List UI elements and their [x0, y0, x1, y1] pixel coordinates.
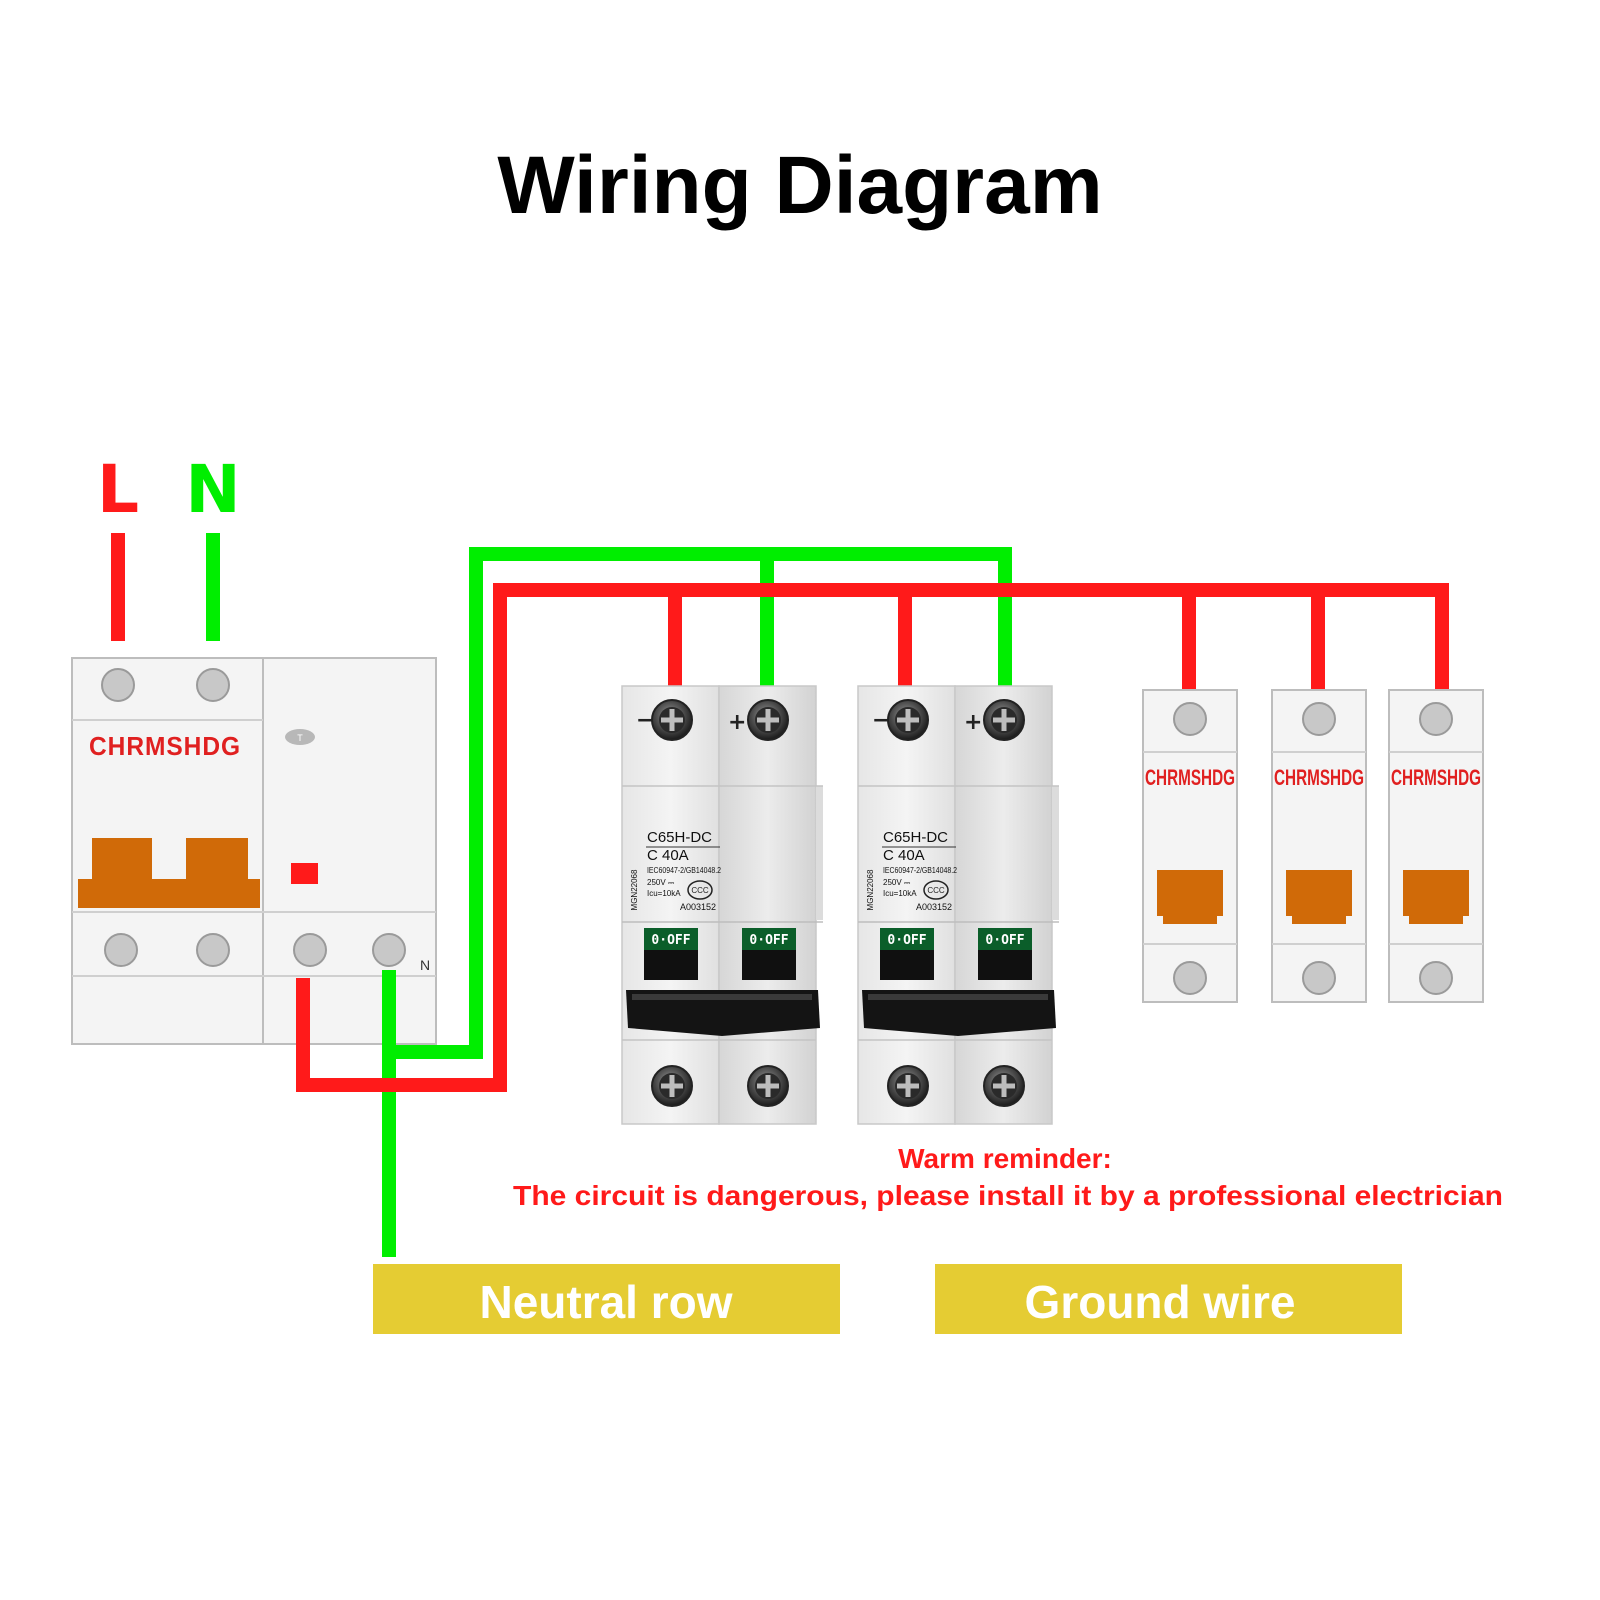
- dc-breaker-2-screw-minus[interactable]: [887, 699, 929, 741]
- test-button[interactable]: [285, 729, 315, 745]
- minus-polarity-label: −: [872, 708, 890, 733]
- mini-breaker-toggle-handle[interactable]: [1157, 870, 1223, 924]
- mini-breaker-3: CHRMSHDG: [1388, 689, 1484, 1003]
- line-input-label: L: [97, 451, 139, 528]
- mini-breaker-toggle-handle[interactable]: [1403, 870, 1469, 924]
- mini-breaker-terminal-top[interactable]: [1173, 702, 1207, 736]
- minus-polarity-label: −: [636, 708, 654, 733]
- mini-breaker-terminal-bottom[interactable]: [1419, 961, 1453, 995]
- dc-breaker-voltage: 250V ⎓: [883, 878, 911, 887]
- rcbo-brand: CHRMSHDG: [89, 731, 241, 761]
- page-title: Wiring Diagram: [497, 140, 1102, 231]
- dc-breaker-1-screw-plus[interactable]: [747, 699, 789, 741]
- mini-breaker-brand: CHRMSHDG: [1274, 765, 1364, 790]
- dc-breaker-voltage: 250V ⎓: [647, 878, 675, 887]
- rcbo-main-breaker: CHRMSHDG T N: [71, 657, 437, 1045]
- mini-breaker-terminal-top[interactable]: [1419, 702, 1453, 736]
- mini-breaker-terminal-bottom[interactable]: [1173, 961, 1207, 995]
- test-button-label: T: [297, 733, 303, 743]
- dc-breaker-standard: IEC60947-2/GB14048.2: [647, 866, 721, 875]
- reminder-text: The circuit is dangerous, please install…: [513, 1180, 1503, 1211]
- mini-breaker-2: CHRMSHDG: [1271, 689, 1367, 1003]
- dc-breaker-side-code: MGN22068: [630, 869, 639, 910]
- dc-breaker-1-screw-bottom-right[interactable]: [747, 1065, 789, 1107]
- rcbo-terminal-bottom-1[interactable]: [104, 933, 138, 967]
- mini-breaker-1: CHRMSHDG: [1142, 689, 1238, 1003]
- dc-breaker-1-handle[interactable]: [626, 990, 820, 1036]
- mini-breaker-terminal-top[interactable]: [1302, 702, 1336, 736]
- dc-breaker-rating: C 40A: [883, 847, 925, 864]
- neutral-input-label: N: [185, 451, 240, 528]
- rcbo-terminal-top-l[interactable]: [101, 668, 135, 702]
- dc-breaker-2-handle[interactable]: [862, 990, 1056, 1036]
- reminder-heading: Warm reminder:: [898, 1143, 1112, 1174]
- dc-breaker-rating: C 40A: [647, 847, 689, 864]
- dc-breaker-model: C65H-DC: [647, 829, 712, 846]
- dc-breaker-serial: A003152: [680, 902, 716, 912]
- dc-breaker-icu: Icu=10kA: [647, 889, 681, 898]
- neutral-bus-wire: [389, 547, 1012, 1059]
- dc-breaker-2-screw-bottom-right[interactable]: [983, 1065, 1025, 1107]
- ccc-cert-text: CCC: [691, 886, 709, 895]
- rcbo-terminal-top-n[interactable]: [196, 668, 230, 702]
- dc-breaker-1-screw-minus[interactable]: [651, 699, 693, 741]
- trip-indicator: [291, 863, 318, 884]
- dc-breaker-2: − + C65H-DCC 40A IEC60947-2/GB14048.2 250V ⎓…: [857, 685, 1059, 1125]
- dc-breaker-1-screw-bottom-left[interactable]: [651, 1065, 693, 1107]
- mini-breaker-toggle-handle[interactable]: [1286, 870, 1352, 924]
- dc-breaker-1: − + C65H-DCC 40A IEC60947-2/GB14048.2 250V ⎓…: [621, 685, 823, 1125]
- dc-breaker-standard: IEC60947-2/GB14048.2: [883, 866, 957, 875]
- mini-breaker-terminal-bottom[interactable]: [1302, 961, 1336, 995]
- ground-wire-bar: [935, 1264, 1402, 1334]
- neutral-row-bar: [373, 1264, 840, 1334]
- line-bus-wire: [296, 583, 1449, 1092]
- mini-breaker-brand: CHRMSHDG: [1391, 765, 1481, 790]
- rcbo-terminal-bottom-2[interactable]: [196, 933, 230, 967]
- switch-off-label-left: 0·OFF: [887, 933, 926, 948]
- ccc-cert-text: CCC: [927, 886, 945, 895]
- rcbo-terminal-out-l[interactable]: [293, 933, 327, 967]
- dc-breaker-serial: A003152: [916, 902, 952, 912]
- dc-breaker-side-code: MGN22068: [866, 869, 875, 910]
- neutral-row-label: Neutral row: [479, 1276, 732, 1328]
- ccc-cert-icon: CCC: [923, 880, 949, 900]
- dc-breaker-model: C65H-DC: [883, 829, 948, 846]
- mini-breaker-brand: CHRMSHDG: [1145, 765, 1235, 790]
- switch-off-label-right: 0·OFF: [749, 933, 788, 948]
- switch-off-label-left: 0·OFF: [651, 933, 690, 948]
- plus-polarity-label: +: [728, 710, 746, 735]
- dc-breaker-icu: Icu=10kA: [883, 889, 917, 898]
- plus-polarity-label: +: [964, 710, 982, 735]
- dc-breaker-2-screw-bottom-left[interactable]: [887, 1065, 929, 1107]
- switch-off-label-right: 0·OFF: [985, 933, 1024, 948]
- dc-breaker-2-screw-plus[interactable]: [983, 699, 1025, 741]
- rcbo-toggle-handle[interactable]: [78, 838, 260, 908]
- ground-wire-label: Ground wire: [1025, 1276, 1296, 1328]
- rcbo-n-terminal-label: N: [420, 957, 430, 973]
- ccc-cert-icon: CCC: [687, 880, 713, 900]
- rcbo-terminal-out-n[interactable]: [372, 933, 406, 967]
